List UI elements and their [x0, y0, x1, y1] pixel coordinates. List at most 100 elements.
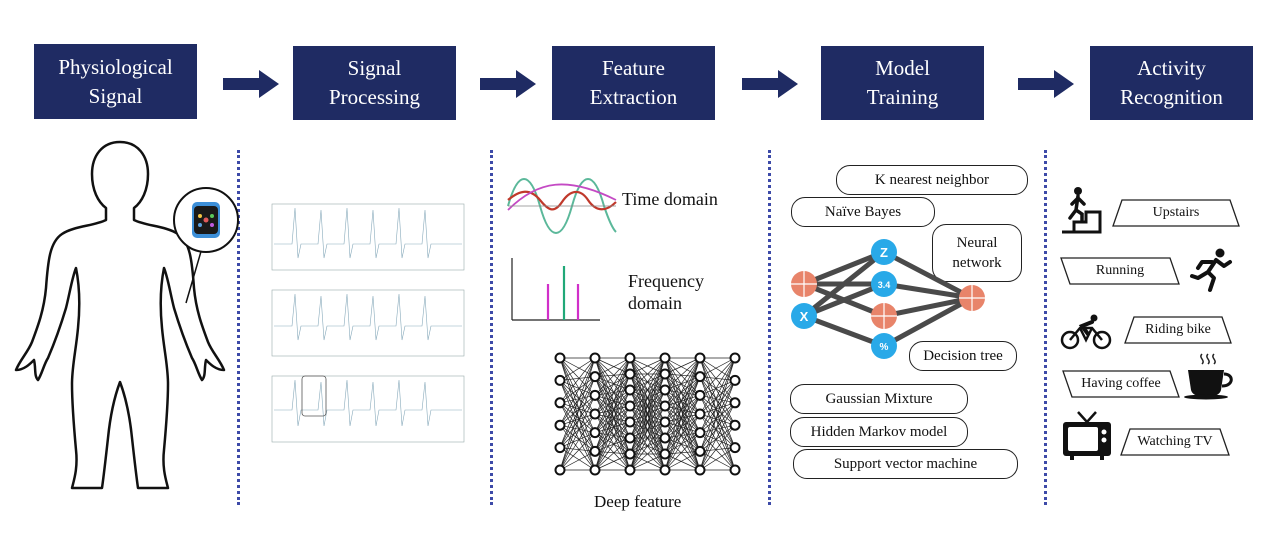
- network-edge: [594, 357, 631, 396]
- network-edge: [594, 432, 631, 439]
- network-node: [659, 432, 671, 444]
- network-edge: [594, 357, 631, 415]
- basketball-node-icon: [791, 271, 817, 297]
- network-edge: [594, 395, 631, 439]
- neural-network-graph: Z 3.4 X %: [791, 239, 985, 359]
- network-edge: [594, 357, 631, 439]
- network-edge: [559, 432, 596, 448]
- column-divider: [490, 150, 493, 505]
- frequency-domain-spectrum-icon: [511, 258, 600, 321]
- network-edge: [594, 453, 631, 471]
- deep-feature-label: Deep feature: [594, 492, 682, 511]
- network-node: [624, 432, 636, 444]
- network-edge: [594, 357, 631, 423]
- network-edge: [594, 376, 631, 471]
- basketball-node-icon: [959, 285, 985, 311]
- network-edge: [699, 357, 736, 433]
- network-node: [659, 368, 671, 380]
- network-edge: [699, 402, 736, 415]
- network-node: [589, 389, 601, 401]
- network-edge: [699, 380, 736, 471]
- network-edge: [699, 394, 736, 404]
- bike-icon: [1060, 314, 1112, 350]
- network-edge: [664, 421, 701, 471]
- network-edge: [629, 373, 666, 471]
- network-edge: [664, 357, 701, 452]
- tag-shape: [1112, 199, 1240, 227]
- network-edge: [699, 380, 736, 433]
- network-edge: [594, 373, 631, 452]
- network-edge: [594, 395, 631, 423]
- network-node: [554, 464, 566, 476]
- stage-label-line2: Recognition: [1120, 85, 1223, 109]
- network-edge: [699, 402, 736, 452]
- network-edge: [629, 421, 666, 471]
- network-node: [694, 445, 706, 457]
- network-edge: [699, 357, 736, 377]
- network-edge: [594, 357, 631, 452]
- network-node: [694, 427, 706, 439]
- network-edge: [594, 405, 631, 433]
- network-edge: [559, 357, 596, 452]
- network-edge: [664, 373, 701, 471]
- network-edge: [699, 376, 736, 381]
- network-edge: [559, 395, 596, 448]
- activity-upstairs: Upstairs: [1152, 205, 1200, 220]
- network-node: [729, 397, 741, 409]
- network-edge: [594, 394, 631, 407]
- network-edge: [664, 413, 701, 455]
- network-node: [624, 368, 636, 380]
- network-edge: [559, 424, 596, 434]
- network-edge: [664, 395, 701, 455]
- network-node: [554, 442, 566, 454]
- network-edge: [664, 413, 701, 471]
- nn-node-34: 3.4: [878, 280, 891, 290]
- network-edge: [664, 413, 701, 439]
- network-edge: [594, 421, 631, 452]
- network-edge: [594, 357, 631, 391]
- network-node: [624, 464, 636, 476]
- network-node: [694, 352, 706, 364]
- network-edge: [664, 357, 701, 471]
- network-edge: [629, 357, 666, 439]
- arrow-right-icon: [223, 70, 279, 98]
- model-gaussian-mixture: Gaussian Mixture: [790, 384, 968, 414]
- model-knn: K nearest neighbor: [836, 165, 1028, 195]
- network-node: [624, 416, 636, 428]
- network-edge: [699, 357, 736, 396]
- network-edge: [594, 389, 631, 471]
- signal-processing-plots: [271, 203, 465, 443]
- network-edge: [559, 376, 596, 448]
- network-edge: [664, 437, 701, 471]
- network-edge: [594, 437, 631, 452]
- network-edge: [559, 402, 596, 415]
- network-edge: [594, 357, 631, 471]
- network-edge: [629, 437, 666, 471]
- network-node: [589, 408, 601, 420]
- network-edge: [699, 402, 736, 433]
- network-edge: [594, 389, 631, 433]
- tag-shape: [1060, 257, 1180, 285]
- network-node: [589, 371, 601, 383]
- network-node: [659, 352, 671, 364]
- network-edge: [664, 389, 701, 415]
- network-edge: [594, 373, 631, 415]
- network-node: [694, 389, 706, 401]
- network-node: [589, 352, 601, 364]
- stage-label-line1: Feature: [602, 56, 665, 80]
- coffee-cup-icon: [1184, 353, 1233, 400]
- network-edge: [594, 405, 631, 452]
- network-edge: [594, 357, 631, 377]
- network-edge: [594, 357, 631, 455]
- model-hidden-markov: Hidden Markov model: [790, 417, 968, 447]
- arrow-right-icon: [742, 70, 798, 98]
- network-edge: [664, 357, 701, 375]
- model-neural-network: Neural network: [932, 224, 1022, 282]
- network-edge: [594, 376, 631, 391]
- network-node: [694, 371, 706, 383]
- network-node: [554, 374, 566, 386]
- activity-running: Running: [1095, 263, 1145, 278]
- network-edge: [664, 453, 701, 471]
- network-edge: [629, 357, 666, 407]
